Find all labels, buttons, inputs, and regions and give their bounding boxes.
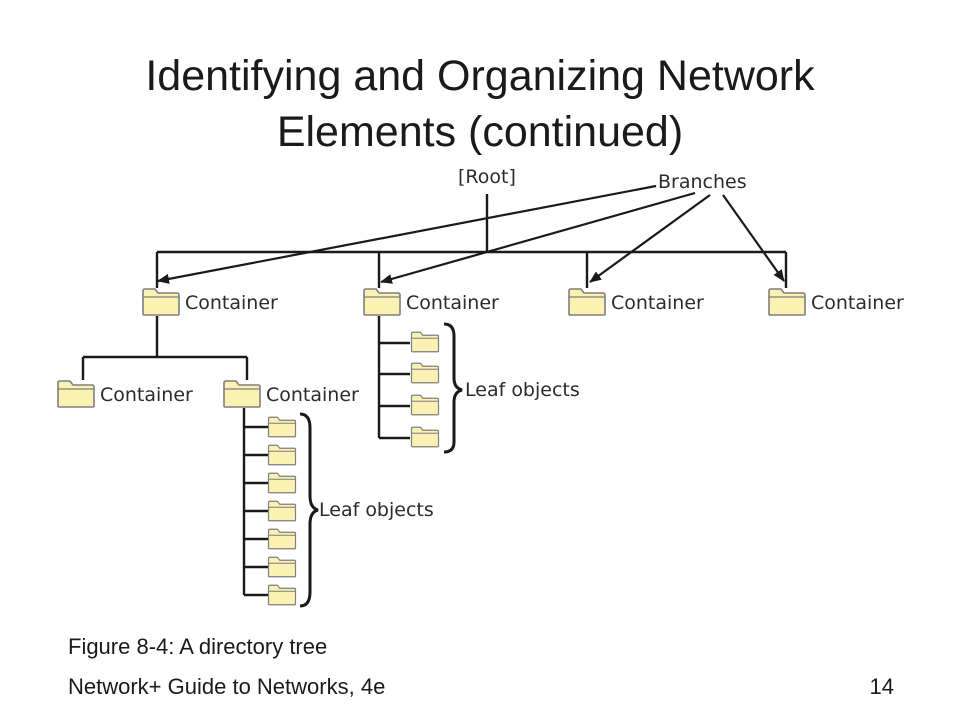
- folder-icon: [267, 472, 297, 494]
- folder-icon: [568, 288, 606, 316]
- root-label: [Root]: [458, 166, 516, 188]
- folder-icon: [410, 426, 440, 448]
- slide-title: Identifying and Organizing Network Eleme…: [0, 48, 960, 160]
- folder-icon: [410, 394, 440, 416]
- folder-icon: [57, 380, 95, 408]
- sub-container-node-1: Container: [57, 380, 193, 408]
- leaf-lines-upper: [377, 316, 410, 440]
- sub-container-label-1: Container: [100, 384, 193, 406]
- branch-arrow-1: [157, 184, 657, 284]
- folder-icon: [223, 380, 261, 408]
- container-node-1: Container: [142, 288, 278, 316]
- brace-upper: [443, 322, 463, 454]
- branch-arrows: [157, 184, 785, 284]
- container-node-4: Container: [768, 288, 904, 316]
- container-node-3: Container: [568, 288, 704, 316]
- title-line-1: Identifying and Organizing Network: [145, 52, 815, 100]
- footer-text: Network+ Guide to Networks, 4e: [68, 674, 386, 699]
- leaf-label-lower: Leaf objects: [319, 499, 434, 521]
- folder-icon: [142, 288, 180, 316]
- branch-arrow-2: [380, 191, 696, 284]
- folder-icon: [267, 528, 297, 550]
- figure-caption: Figure 8-4: A directory tree: [68, 634, 328, 659]
- folder-icon: [363, 288, 401, 316]
- leaf-lines-lower: [242, 408, 268, 597]
- container-label-2: Container: [406, 292, 499, 314]
- folder-icon: [410, 331, 440, 353]
- leaf-label-upper: Leaf objects: [465, 379, 580, 401]
- container-label-4: Container: [811, 292, 904, 314]
- page-number: 14: [869, 674, 894, 699]
- title-line-2: Elements (continued): [276, 108, 684, 156]
- branch-arrow-3: [589, 194, 711, 283]
- folder-icon: [267, 556, 297, 578]
- tree-lines-sub: [81, 316, 249, 380]
- sub-container-node-2: Container: [223, 380, 359, 408]
- container-label-3: Container: [611, 292, 704, 314]
- folder-icon: [267, 584, 297, 606]
- sub-container-label-2: Container: [266, 384, 359, 406]
- folder-icon: [267, 416, 297, 438]
- folder-icon: [768, 288, 806, 316]
- branch-arrow-4: [722, 194, 785, 282]
- folder-icon: [267, 444, 297, 466]
- leaf-group-upper: Leaf objects: [377, 316, 580, 454]
- container-label-1: Container: [185, 292, 278, 314]
- container-node-2: Container: [363, 288, 499, 316]
- folder-icon: [410, 362, 440, 384]
- brace-lower: [299, 412, 319, 608]
- folder-icon: [267, 500, 297, 522]
- tree-lines-top: [155, 194, 788, 288]
- leaf-group-lower: Leaf objects: [242, 408, 434, 608]
- branches-label: Branches: [658, 171, 747, 193]
